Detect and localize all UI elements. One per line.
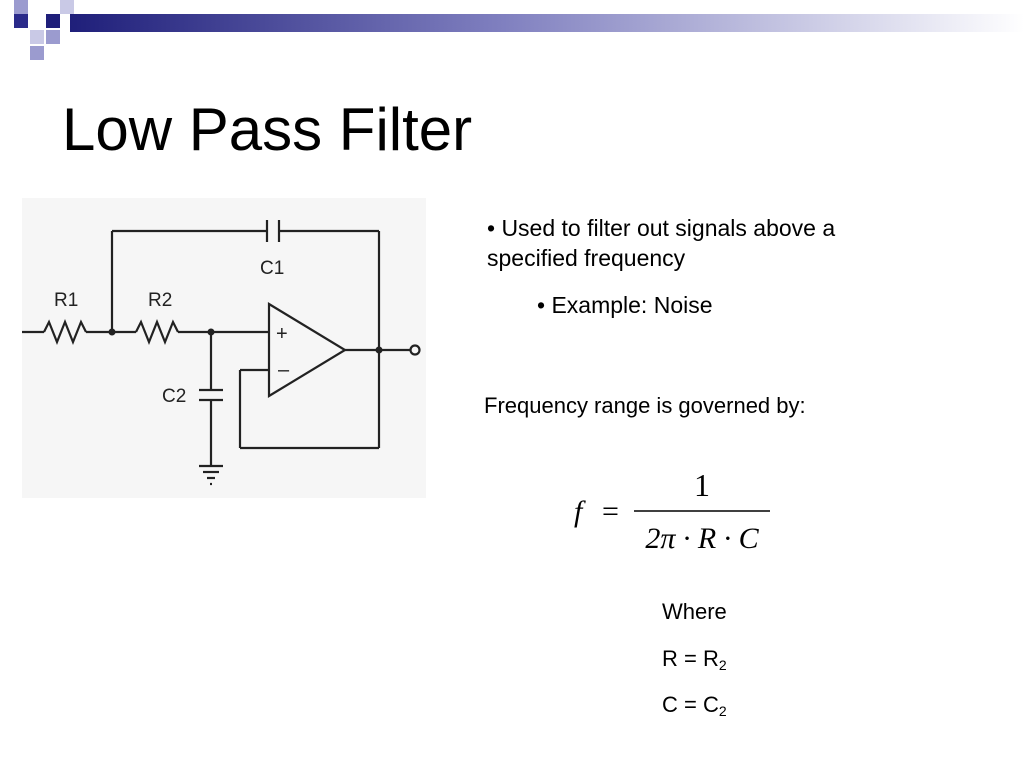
- cutoff-frequency-formula: f = 1 2π · R · C: [574, 467, 770, 555]
- governed-by-text: Frequency range is governed by:: [484, 393, 806, 418]
- label-r2: R2: [148, 290, 172, 311]
- deco-square: [46, 30, 60, 44]
- deco-square: [46, 14, 60, 28]
- where-label: Where: [662, 599, 727, 624]
- deco-square: [30, 30, 44, 44]
- c-definition: C = C2: [662, 692, 727, 719]
- label-r1: R1: [54, 290, 78, 311]
- formula-numerator: 1: [694, 467, 710, 503]
- formula-equals: =: [602, 495, 619, 528]
- deco-square: [14, 0, 28, 14]
- header-gradient-band: [70, 14, 1024, 32]
- label-minus: –: [278, 359, 290, 381]
- junction-dot: [375, 346, 383, 354]
- junction-dot: [207, 328, 215, 336]
- label-plus: +: [276, 323, 288, 345]
- label-c2: C2: [162, 386, 186, 407]
- label-c1: C1: [260, 258, 284, 279]
- r-definition: R = R2: [662, 646, 727, 673]
- bullet-item: • Example: Noise: [537, 292, 713, 318]
- formula-denominator: 2π · R · C: [645, 522, 759, 555]
- deco-square: [60, 0, 74, 14]
- junction-dot: [108, 328, 116, 336]
- circuit-diagram: R1 R2 C1 C2 + –: [22, 198, 426, 498]
- opamp-icon: [267, 302, 348, 398]
- resistor-r2-icon: [135, 319, 179, 345]
- slide-title: Low Pass Filter: [62, 96, 473, 163]
- bullet-item: • Used to filter out signals above a spe…: [487, 215, 836, 271]
- deco-square: [14, 14, 28, 28]
- header-decoration: [14, 0, 1024, 60]
- resistor-r1-icon: [43, 319, 87, 345]
- deco-square: [30, 46, 44, 60]
- output-terminal-icon: [409, 344, 421, 356]
- formula-lhs: f: [574, 495, 586, 528]
